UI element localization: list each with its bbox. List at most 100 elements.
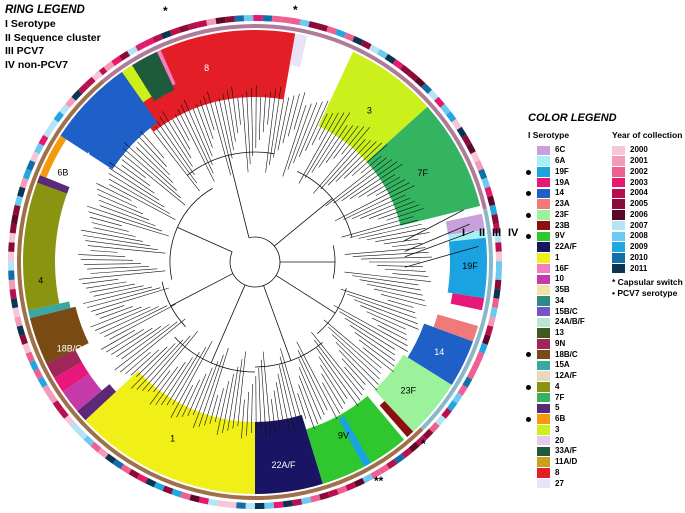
tree-branch [138, 136, 167, 167]
year-label: 2000 [630, 145, 648, 155]
tree-branch [362, 347, 394, 373]
tree-branch [316, 348, 359, 407]
year-ring-segment [345, 481, 357, 492]
year-ring-segment [456, 126, 467, 138]
year-legend-item: 2007 [612, 220, 648, 231]
serotype-sector [22, 182, 68, 311]
tree-branch [172, 118, 191, 150]
year-legend-item: 2011 [612, 263, 648, 274]
serotype-legend-item: 4 [526, 382, 585, 393]
tree-branch [314, 339, 361, 401]
year-ring-segment [33, 368, 44, 380]
tree-branch [341, 161, 398, 202]
tree-branch [80, 229, 143, 242]
year-ring-segment [271, 15, 282, 23]
year-ring-segment [58, 407, 69, 419]
tree-branch [298, 384, 315, 429]
serotype-legend-item: 23A [526, 199, 585, 210]
serotype-label: 23A [555, 199, 570, 209]
tree-branch [377, 324, 408, 341]
tree-branch [108, 161, 155, 194]
tree-branch [297, 393, 307, 420]
year-ring-segment [290, 17, 301, 26]
serotype-sector [255, 415, 323, 494]
tree-branch [360, 155, 382, 174]
tree-branch [277, 97, 290, 151]
serotype-label: 15B/C [555, 306, 578, 316]
serotype-swatch [537, 306, 550, 317]
year-ring-segment [187, 21, 199, 31]
tree-branch [384, 268, 426, 272]
serotype-label: 15A [555, 360, 570, 370]
tree-branch [96, 183, 132, 201]
tree-branch [386, 208, 424, 221]
tree-branch [136, 346, 168, 377]
year-ring-segment [422, 428, 434, 440]
year-ring-segment [135, 41, 147, 52]
tree-branch [124, 142, 177, 191]
serotype-label: 6C [555, 145, 566, 155]
tree-branch [375, 179, 405, 196]
tree-branch [373, 288, 425, 301]
serotype-label: 19F [555, 166, 569, 176]
tree-branch [99, 306, 159, 334]
year-ring-segment [224, 15, 235, 23]
serotype-sector [60, 71, 158, 170]
serotype-sector [338, 416, 371, 467]
serotype-label: 8 [555, 467, 560, 477]
serotype-legend-item: 11A/D [526, 457, 585, 468]
pcv7-note: • PCV7 serotype [612, 288, 678, 298]
tree-branch [82, 286, 153, 304]
tree-branch [325, 125, 354, 163]
year-ring-segment [478, 168, 488, 180]
tree-branch [193, 361, 219, 429]
tree-branch [155, 362, 186, 406]
year-ring-segment [97, 447, 109, 459]
serotype-swatch [537, 177, 550, 188]
tree-branch [161, 111, 192, 159]
year-ring-segment [104, 453, 117, 464]
year-ring-segment [400, 64, 412, 76]
serotype-swatch [537, 167, 550, 177]
tree-branch [214, 388, 224, 423]
serotype-sector [450, 293, 485, 311]
serotype-legend-item: 1 [526, 253, 585, 264]
ring-pointer-line [404, 230, 474, 258]
year-ring-segment [446, 400, 458, 412]
tree-branch [262, 351, 272, 436]
year-label: 2005 [630, 199, 648, 209]
tree-branch [241, 94, 249, 173]
year-legend-item: 2001 [612, 156, 648, 167]
year-ring-segment [14, 195, 23, 207]
tree-branch [311, 112, 351, 173]
tree-branch [241, 399, 245, 439]
year-ring-segment [308, 21, 319, 30]
serotype-sector [121, 61, 158, 103]
year-column-header: Year of collection [612, 130, 683, 140]
serotype-label: 34 [555, 295, 564, 305]
serotype-label: 6A [555, 156, 566, 166]
tree-branch [366, 176, 401, 197]
year-ring-segment [37, 376, 48, 388]
tree-branch [237, 97, 241, 125]
year-ring-segment [243, 15, 254, 22]
tree-branch [237, 351, 246, 427]
serotype-legend-item: 15A [526, 360, 585, 371]
serotype-legend-item: 3 [526, 425, 585, 436]
serotype-legend-item: 12A/F [526, 371, 585, 382]
serotype-label: 13 [555, 328, 564, 338]
year-ring-segment [178, 24, 190, 33]
legend-notes: * Capsular switch • PCV7 serotype [612, 277, 683, 299]
year-swatch [612, 188, 625, 199]
tree-branch [93, 227, 136, 237]
year-label: 2003 [630, 177, 648, 187]
serotype-sector [156, 50, 176, 86]
tree-branch [81, 259, 134, 261]
serotype-swatch [537, 231, 550, 242]
serotype-swatch [537, 242, 550, 252]
tree-branch [360, 305, 419, 330]
year-legend-item: 2008 [612, 231, 648, 242]
tree-branch [87, 287, 161, 308]
year-ring-segment [401, 447, 413, 459]
tree-branch [328, 326, 381, 374]
